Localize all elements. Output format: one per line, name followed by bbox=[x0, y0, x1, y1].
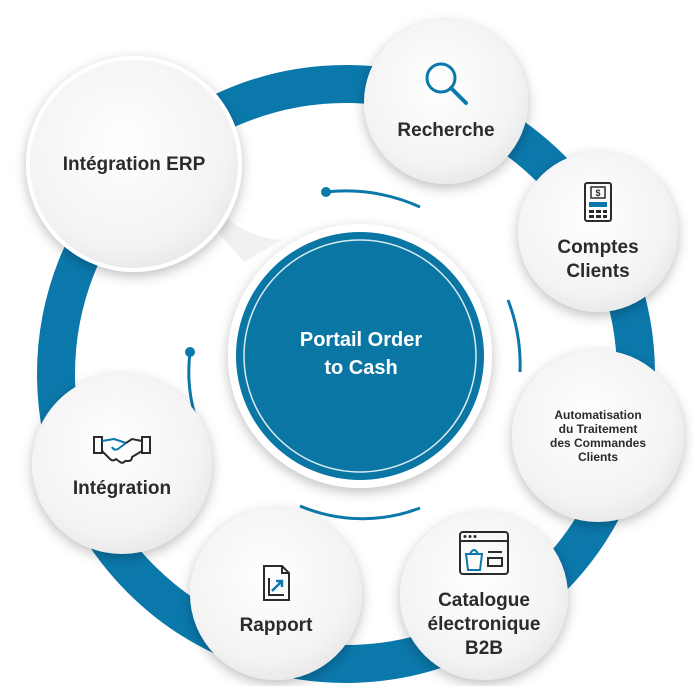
invoice-calculator-icon: $ bbox=[582, 181, 614, 228]
center-inner-outline bbox=[243, 239, 477, 473]
node-integration-label: Intégration bbox=[72, 477, 172, 499]
bubble-integration bbox=[32, 374, 212, 554]
node-catalogue-b2b: Catalogue électronique B2B bbox=[404, 520, 564, 670]
connector-arc-right bbox=[506, 299, 522, 373]
bubble-catalogue bbox=[400, 512, 568, 680]
bubble-recherche bbox=[364, 20, 528, 184]
node-integration-erp-label: Intégration ERP bbox=[62, 154, 206, 175]
node-automatisation: Automatisation du Traitement des Command… bbox=[520, 376, 676, 496]
connector-dot-top bbox=[321, 187, 331, 197]
node-comptes-clients: $ Comptes Clients bbox=[528, 172, 668, 292]
connector-arc-bottom bbox=[299, 504, 421, 521]
bubble-erp bbox=[26, 56, 242, 272]
center-label: Portail Order to Cash bbox=[299, 329, 423, 379]
connector-arc-top bbox=[325, 189, 421, 209]
handshake-icon bbox=[92, 431, 152, 470]
node-integration-erp: Intégration ERP bbox=[34, 130, 234, 200]
bubble-comptes bbox=[518, 152, 678, 312]
node-recherche: Recherche bbox=[376, 50, 516, 150]
center-disc bbox=[236, 232, 484, 480]
web-shop-icon bbox=[458, 530, 510, 581]
svg-text:$: $ bbox=[595, 188, 600, 198]
connector-dot-left bbox=[185, 347, 195, 357]
node-catalogue-b2b-label: Catalogue électronique B2B bbox=[427, 589, 541, 659]
node-recherche-label: Recherche bbox=[397, 119, 495, 141]
node-comptes-clients-label: Comptes Clients bbox=[557, 236, 639, 282]
bubble-automatisation bbox=[512, 350, 684, 522]
node-automatisation-label: Automatisation du Traitement des Command… bbox=[549, 408, 647, 464]
report-chart-icon bbox=[261, 564, 291, 607]
node-rapport-label: Rapport bbox=[239, 614, 313, 636]
magnifier-icon bbox=[422, 59, 470, 112]
node-integration: Intégration bbox=[52, 420, 192, 510]
node-rapport: Rapport bbox=[206, 550, 346, 650]
